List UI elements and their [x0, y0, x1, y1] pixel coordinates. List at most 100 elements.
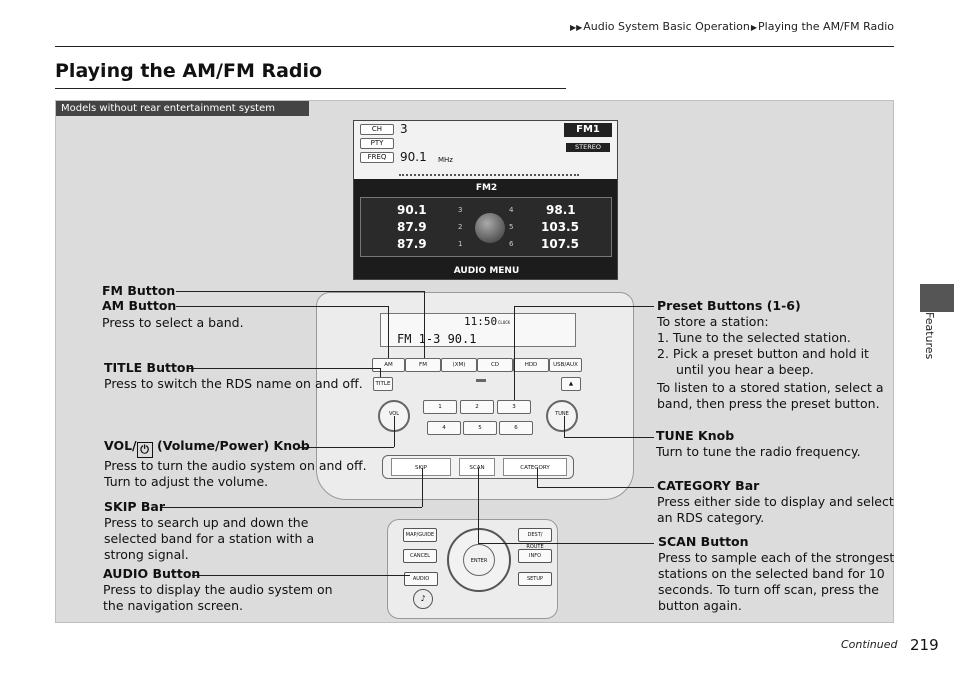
pty-button: PTY: [360, 138, 394, 149]
callout-desc: Press to select a band.: [102, 315, 244, 330]
callout-desc: selected band for a station with a: [104, 531, 315, 546]
ch-button: CH: [360, 124, 394, 135]
frequency-value: 90.1: [400, 150, 427, 164]
preset-number: 4: [509, 206, 514, 214]
callout-desc: the navigation screen.: [103, 598, 243, 613]
callout-title: CATEGORY Bar: [657, 478, 760, 493]
callout-desc: button again.: [658, 598, 742, 613]
preset-button-2[interactable]: 2: [460, 400, 494, 414]
enter-button[interactable]: ENTER: [463, 544, 495, 576]
callout-title: FM Button: [102, 283, 176, 298]
preset-number: 1: [458, 240, 463, 248]
preset-button-1[interactable]: 1: [423, 400, 457, 414]
channel-value: 3: [400, 122, 408, 136]
skip-bar[interactable]: SKIP: [391, 458, 451, 476]
callout-title: Preset Buttons (1-6): [657, 298, 801, 313]
band-badge: FM1: [564, 123, 612, 137]
lcd-time: 11:50: [464, 315, 498, 328]
map-guide-button[interactable]: MAP/GUIDE: [403, 528, 437, 542]
callout-desc: Press either side to display and select: [657, 494, 894, 509]
callout-title-prefix: VOL/: [104, 438, 137, 453]
interface-dial[interactable]: ENTER: [447, 528, 511, 592]
continued-label: Continued: [841, 638, 898, 651]
callout-desc: stations on the selected band for 10: [658, 566, 885, 581]
leader-line: [176, 291, 424, 292]
preset-number: 3: [458, 206, 463, 214]
leader-line: [514, 306, 515, 400]
info-button[interactable]: INFO: [518, 549, 552, 563]
am-button[interactable]: AM: [372, 358, 405, 372]
vol-knob-label: VOL: [388, 411, 400, 417]
leader-line: [514, 306, 654, 307]
skip-label: SKIP: [414, 465, 428, 471]
panel-tag: Models without rear entertainment system: [56, 101, 309, 116]
divider: [55, 46, 894, 47]
callout-desc: Turn to adjust the volume.: [104, 474, 269, 489]
section-label: Features: [923, 312, 936, 360]
eject-button[interactable]: ▲: [561, 377, 581, 391]
preset-button-4[interactable]: 4: [427, 421, 461, 435]
title-button[interactable]: TITLE: [373, 377, 393, 391]
cancel-button[interactable]: CANCEL: [403, 549, 437, 563]
callout-title: TITLE Button: [104, 360, 195, 375]
callout-desc: Press to switch the RDS name on and off.: [104, 376, 363, 391]
tune-knob-callout: TUNE Knob Turn to tune the radio frequen…: [656, 428, 861, 460]
hdd-button[interactable]: HDD: [513, 358, 549, 372]
callout-desc: strong signal.: [104, 547, 189, 562]
disc-slot: [476, 379, 486, 382]
preset-value: 103.5: [541, 220, 579, 234]
vol-knob-callout: VOL/⏻ (Volume/Power) Knob Press to turn …: [104, 438, 367, 490]
leader-line: [564, 437, 654, 438]
category-bar[interactable]: CATEGORY: [503, 458, 567, 476]
category-label: CATEGORY: [520, 465, 550, 471]
fm-button[interactable]: FM: [405, 358, 441, 372]
talk-icon[interactable]: ♪: [413, 589, 433, 609]
section-tab[interactable]: [920, 284, 954, 312]
xm-button[interactable]: (XM): [441, 358, 477, 372]
leader-line: [188, 368, 380, 369]
audio-button[interactable]: AUDIO: [404, 572, 438, 586]
callout-desc: until you hear a beep.: [676, 362, 814, 377]
setup-button[interactable]: SETUP: [518, 572, 552, 586]
callout-desc: Turn to tune the radio frequency.: [656, 444, 861, 459]
preset-value: 90.1: [397, 203, 427, 217]
triangle-icon: ▶▶: [569, 23, 583, 32]
preset-button-5[interactable]: 5: [463, 421, 497, 435]
leader-line: [478, 543, 654, 544]
leader-line: [388, 306, 389, 358]
callout-title-suffix: (Volume/Power) Knob: [156, 438, 310, 453]
tune-knob[interactable]: TUNE: [546, 400, 578, 432]
leader-line: [300, 447, 394, 448]
scan-button-callout: SCAN Button Press to sample each of the …: [658, 534, 894, 614]
preset-value: 87.9: [397, 220, 427, 234]
title-button-callout: TITLE Button Press to switch the RDS nam…: [104, 360, 363, 392]
usb-aux-button[interactable]: USB/AUX: [549, 358, 582, 372]
navigation-screen: CH PTY FREQ 3 90.1 MHz FM1 STEREO FM2 90…: [353, 120, 618, 280]
leader-line: [537, 487, 654, 488]
preset-number: 6: [509, 240, 514, 248]
preset-button-3[interactable]: 3: [497, 400, 531, 414]
preset-value: 107.5: [541, 237, 579, 251]
audio-lcd: 11:50 CLOCK FM 1-3 90.1: [380, 313, 576, 347]
leader-line: [422, 468, 423, 507]
scan-label: SCAN: [469, 465, 485, 471]
scan-button[interactable]: SCAN: [459, 458, 495, 476]
lcd-station: FM 1-3 90.1: [397, 332, 477, 346]
lcd-clock-label: CLOCK: [498, 320, 511, 325]
category-bar-callout: CATEGORY Bar Press either side to displa…: [657, 478, 894, 526]
breadcrumb-item-2[interactable]: Playing the AM/FM Radio: [758, 20, 894, 33]
dest-route-button[interactable]: DEST/ ROUTE: [518, 528, 552, 550]
leader-line: [380, 368, 381, 377]
cd-button[interactable]: CD: [477, 358, 513, 372]
callout-desc: 1. Tune to the selected station.: [657, 330, 851, 345]
callout-title: TUNE Knob: [656, 428, 735, 443]
freq-button: FREQ: [360, 152, 394, 163]
am-button-callout: AM Button Press to select a band.: [102, 298, 244, 331]
leader-line: [192, 575, 410, 576]
breadcrumb-item-1[interactable]: Audio System Basic Operation: [583, 20, 750, 33]
leader-line: [176, 306, 388, 307]
preset-button-6[interactable]: 6: [499, 421, 533, 435]
callout-desc: Press to turn the audio system on and of…: [104, 458, 367, 473]
selector-knob-icon: [475, 213, 505, 243]
leader-line: [160, 507, 422, 508]
